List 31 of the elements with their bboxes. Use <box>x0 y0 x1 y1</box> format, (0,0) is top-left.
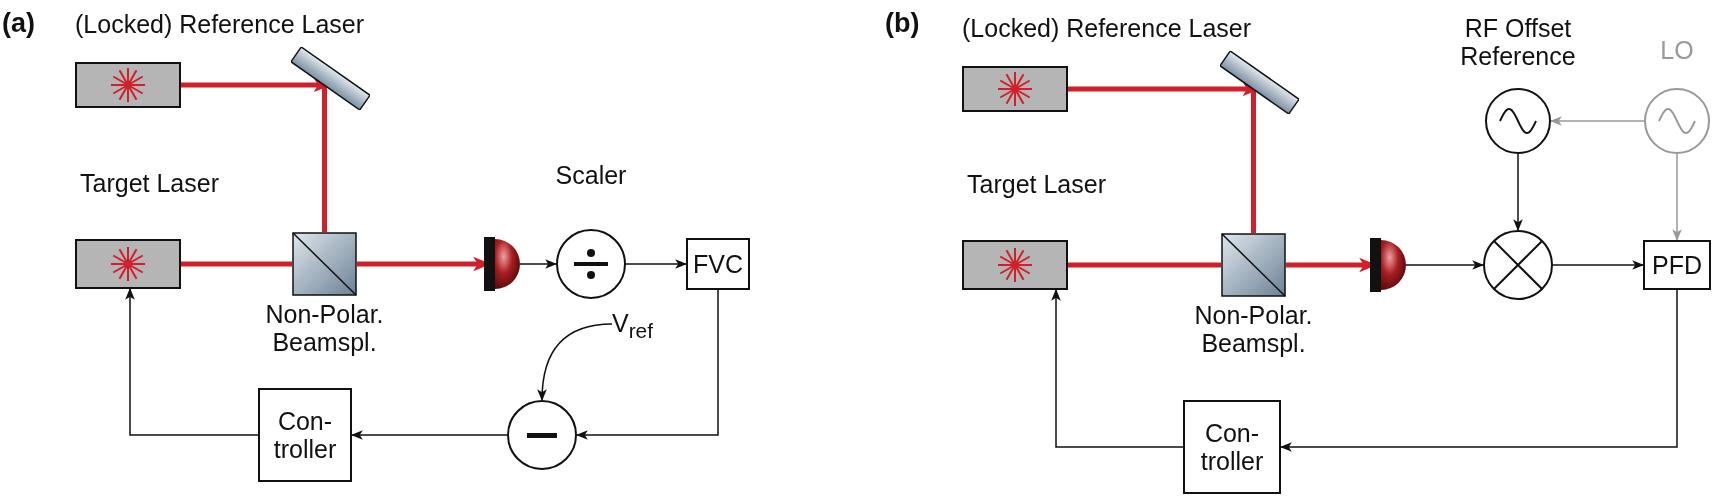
voltage-label: V$_{ref}$ <box>612 308 653 344</box>
laser-beam <box>1251 89 1256 233</box>
component-label: Target Laser <box>80 169 220 197</box>
component-label: RF Offset Reference <box>1459 14 1577 70</box>
panel-label: (b) <box>885 8 920 39</box>
signal-arrow <box>1405 260 1485 270</box>
signal-arrow <box>625 259 688 269</box>
signal-arrow <box>519 259 558 269</box>
component-label: (Locked) Reference Laser <box>75 10 366 38</box>
signal-arrow <box>575 289 719 440</box>
signal-arrow <box>1552 260 1645 270</box>
laser-beam <box>322 85 327 232</box>
process-box: FVC <box>686 238 750 290</box>
laser-beam <box>1068 262 1221 268</box>
signal-arrow <box>1549 116 1645 126</box>
signal-arrow <box>1513 153 1523 232</box>
signal-arrow <box>1051 288 1184 448</box>
signal-arrow <box>537 323 613 402</box>
component-label: (Locked) Reference Laser <box>962 14 1253 42</box>
laser-beam <box>181 261 292 267</box>
signal-arrow <box>1672 153 1682 242</box>
component-label: Non-Polar. Beamspl. <box>1193 301 1314 357</box>
component-label: Scaler <box>554 161 628 189</box>
component-label: Non-Polar. Beamspl. <box>264 300 385 356</box>
panel-label: (a) <box>2 8 35 39</box>
component-label: LO <box>1659 36 1695 64</box>
process-box: Con- troller <box>1183 400 1281 494</box>
component-label: Target Laser <box>967 170 1107 198</box>
process-box: Con- troller <box>258 388 352 482</box>
process-box: PFD <box>1643 240 1711 290</box>
signal-arrow <box>125 287 259 436</box>
